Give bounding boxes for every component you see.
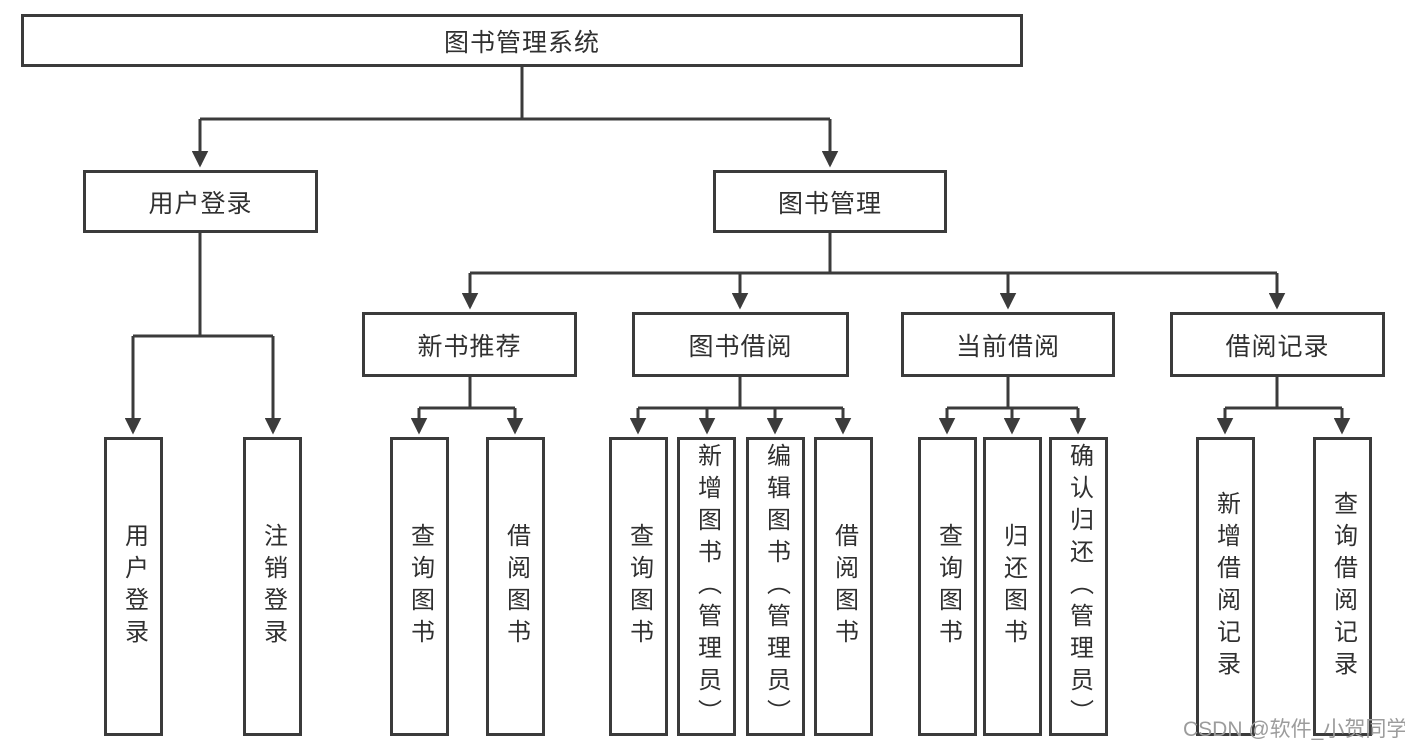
connector-borrowing-branch [629,377,852,435]
leaf-borrow-borrow-books-label: 借阅图书 [830,522,858,651]
leaf-borrow-query-books: 查询图书 [609,437,668,736]
node-borrowing-records: 借阅记录 [1170,312,1385,377]
node-library-system-label: 图书管理系统 [443,28,600,57]
node-new-book-recommendation: 新书推荐 [362,312,577,377]
node-user-login-label: 用户登录 [148,189,253,218]
node-book-borrowing-label: 图书借阅 [688,332,793,361]
leaf-records-query-borrow-record-label: 查询借阅记录 [1329,490,1357,683]
leaf-records-add-borrow-record-label: 新增借阅记录 [1212,490,1240,683]
leaf-records-query-borrow-record: 查询借阅记录 [1313,437,1372,736]
leaf-current-return-books-label: 归还图书 [999,522,1027,651]
leaf-recommend-query-books: 查询图书 [390,437,449,736]
node-user-login: 用户登录 [83,170,318,233]
leaf-borrow-edit-books-admin-label: 编辑图书（管理员） [762,442,790,731]
leaf-current-query-books: 查询图书 [918,437,977,736]
node-current-borrowing-label: 当前借阅 [955,332,1060,361]
leaf-current-query-books-label: 查询图书 [934,522,962,651]
leaf-current-confirm-return-admin-label: 确认归还（管理员） [1065,442,1093,731]
node-book-management-label: 图书管理 [777,189,882,218]
leaf-borrow-query-books-label: 查询图书 [625,522,653,651]
leaf-recommend-borrow-books-label: 借阅图书 [502,522,530,651]
leaf-borrow-borrow-books: 借阅图书 [814,437,873,736]
leaf-recommend-query-books-label: 查询图书 [406,522,434,651]
csdn-watermark: CSDN @软件_小贺同学 [1183,718,1405,741]
leaf-borrow-add-books-admin-label: 新增图书（管理员） [693,442,721,731]
node-book-management: 图书管理 [713,170,947,233]
leaf-borrow-edit-books-admin: 编辑图书（管理员） [746,437,805,736]
leaf-current-return-books: 归还图书 [983,437,1042,736]
leaf-recommend-borrow-books: 借阅图书 [486,437,545,736]
leaf-current-confirm-return-admin: 确认归还（管理员） [1049,437,1108,736]
node-new-book-recommendation-label: 新书推荐 [417,332,522,361]
connector-recommendation-branch [410,377,524,435]
connector-book-management-branch [461,233,1286,310]
leaf-logout-label: 注销登录 [259,522,287,651]
leaf-borrow-add-books-admin: 新增图书（管理员） [677,437,736,736]
connector-user-login-branch [124,233,282,435]
leaf-user-login-label: 用户登录 [120,522,148,651]
node-borrowing-records-label: 借阅记录 [1225,332,1330,361]
connector-records-branch [1216,377,1351,435]
connector-root-to-level2 [191,67,839,168]
node-book-borrowing: 图书借阅 [632,312,849,377]
connector-current-branch [938,377,1087,435]
node-current-borrowing: 当前借阅 [901,312,1115,377]
node-library-system: 图书管理系统 [21,14,1023,67]
leaf-logout: 注销登录 [243,437,302,736]
leaf-records-add-borrow-record: 新增借阅记录 [1196,437,1255,736]
leaf-user-login: 用户登录 [104,437,163,736]
